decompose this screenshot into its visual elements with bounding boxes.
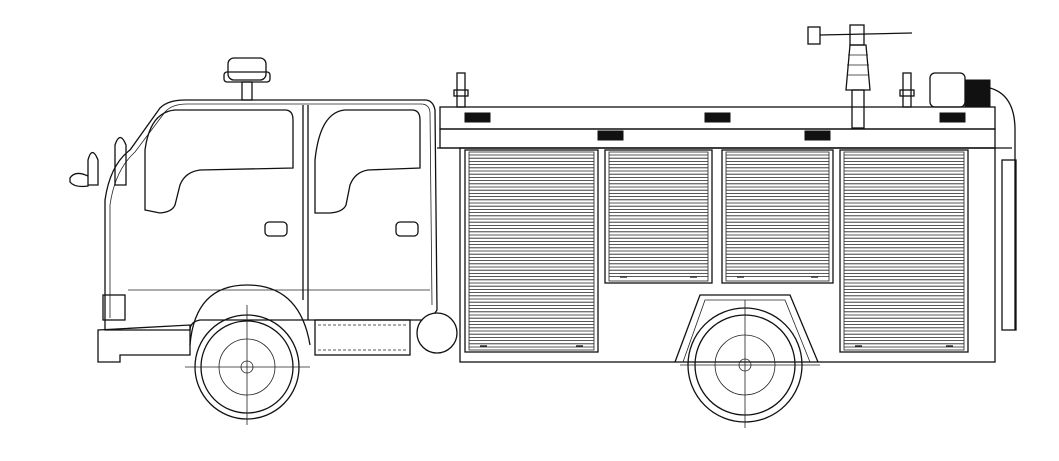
mirror bbox=[69, 136, 127, 188]
rear-door-handle bbox=[395, 221, 419, 237]
beacon-light bbox=[223, 57, 271, 101]
valve-left bbox=[453, 72, 469, 108]
vent-slot bbox=[464, 112, 491, 123]
front-door-handle bbox=[264, 221, 288, 237]
vent-slot bbox=[704, 112, 731, 123]
front-window bbox=[144, 109, 294, 214]
front-fender bbox=[189, 284, 311, 346]
rear-ladder bbox=[1001, 159, 1017, 331]
rear-wheel bbox=[680, 300, 820, 428]
vent-slot bbox=[804, 130, 831, 141]
valve-right bbox=[899, 72, 915, 108]
headlight bbox=[102, 294, 126, 321]
front-bumper bbox=[97, 324, 191, 363]
rear-fender bbox=[674, 294, 819, 363]
rear-window bbox=[314, 109, 421, 214]
roller-shutter-4 bbox=[839, 149, 969, 353]
vent-slot bbox=[939, 112, 966, 123]
step bbox=[314, 319, 411, 356]
water-monitor bbox=[807, 24, 913, 129]
front-wheel bbox=[185, 305, 310, 425]
tank-body bbox=[416, 87, 1017, 363]
pump-unit bbox=[929, 72, 991, 108]
roller-shutter-2 bbox=[604, 149, 713, 284]
vent-slot bbox=[597, 130, 624, 141]
roller-shutter-1 bbox=[464, 149, 599, 353]
cab bbox=[69, 99, 438, 363]
roller-shutter-3 bbox=[721, 149, 834, 284]
round-tank bbox=[416, 312, 458, 354]
